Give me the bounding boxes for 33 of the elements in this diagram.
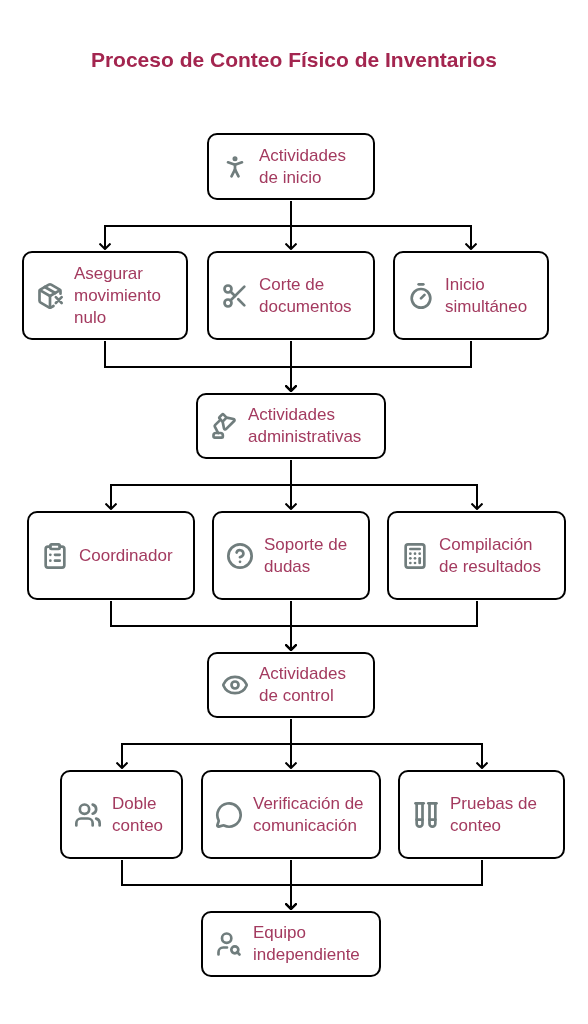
- node-label: Actividades de inicio: [259, 144, 347, 189]
- arrow: [284, 340, 472, 392]
- node-label: Soporte de dudas: [264, 533, 349, 578]
- node-label: Pruebas de conteo: [450, 792, 538, 837]
- process-box: [196, 393, 386, 459]
- process-box: [207, 251, 375, 340]
- arrow: [290, 200, 478, 250]
- node-label: Inicio simultáneo: [445, 273, 529, 318]
- process-box: [398, 770, 565, 859]
- arrow: [284, 859, 483, 910]
- node-label: Asegurar movimiento nulo: [74, 262, 162, 329]
- process-box: [60, 770, 183, 859]
- process-box: [212, 511, 370, 600]
- node-label: Compilación de resultados: [439, 533, 543, 578]
- node-label: Coordinador: [79, 544, 173, 567]
- process-box: [207, 133, 375, 200]
- process-box: [207, 652, 375, 718]
- node-label: Actividades administrativas: [248, 404, 363, 448]
- process-box: [201, 770, 381, 859]
- diagram-title: Proceso de Conteo Físico de Inventarios: [90, 47, 498, 73]
- node-label: Actividades de control: [259, 663, 347, 707]
- process-box: [393, 251, 549, 340]
- process-box: [27, 511, 195, 600]
- process-box: [22, 251, 188, 340]
- node-label: Doble conteo: [112, 792, 165, 837]
- arrow: [284, 600, 478, 651]
- arrow: [290, 459, 484, 510]
- node-label: Corte de documentos: [259, 273, 353, 318]
- arrow: [290, 718, 489, 769]
- node-label: Equipo independiente: [253, 922, 361, 966]
- process-box: [201, 911, 381, 977]
- process-box: [387, 511, 566, 600]
- node-label: Verificación de comunicación: [253, 792, 365, 837]
